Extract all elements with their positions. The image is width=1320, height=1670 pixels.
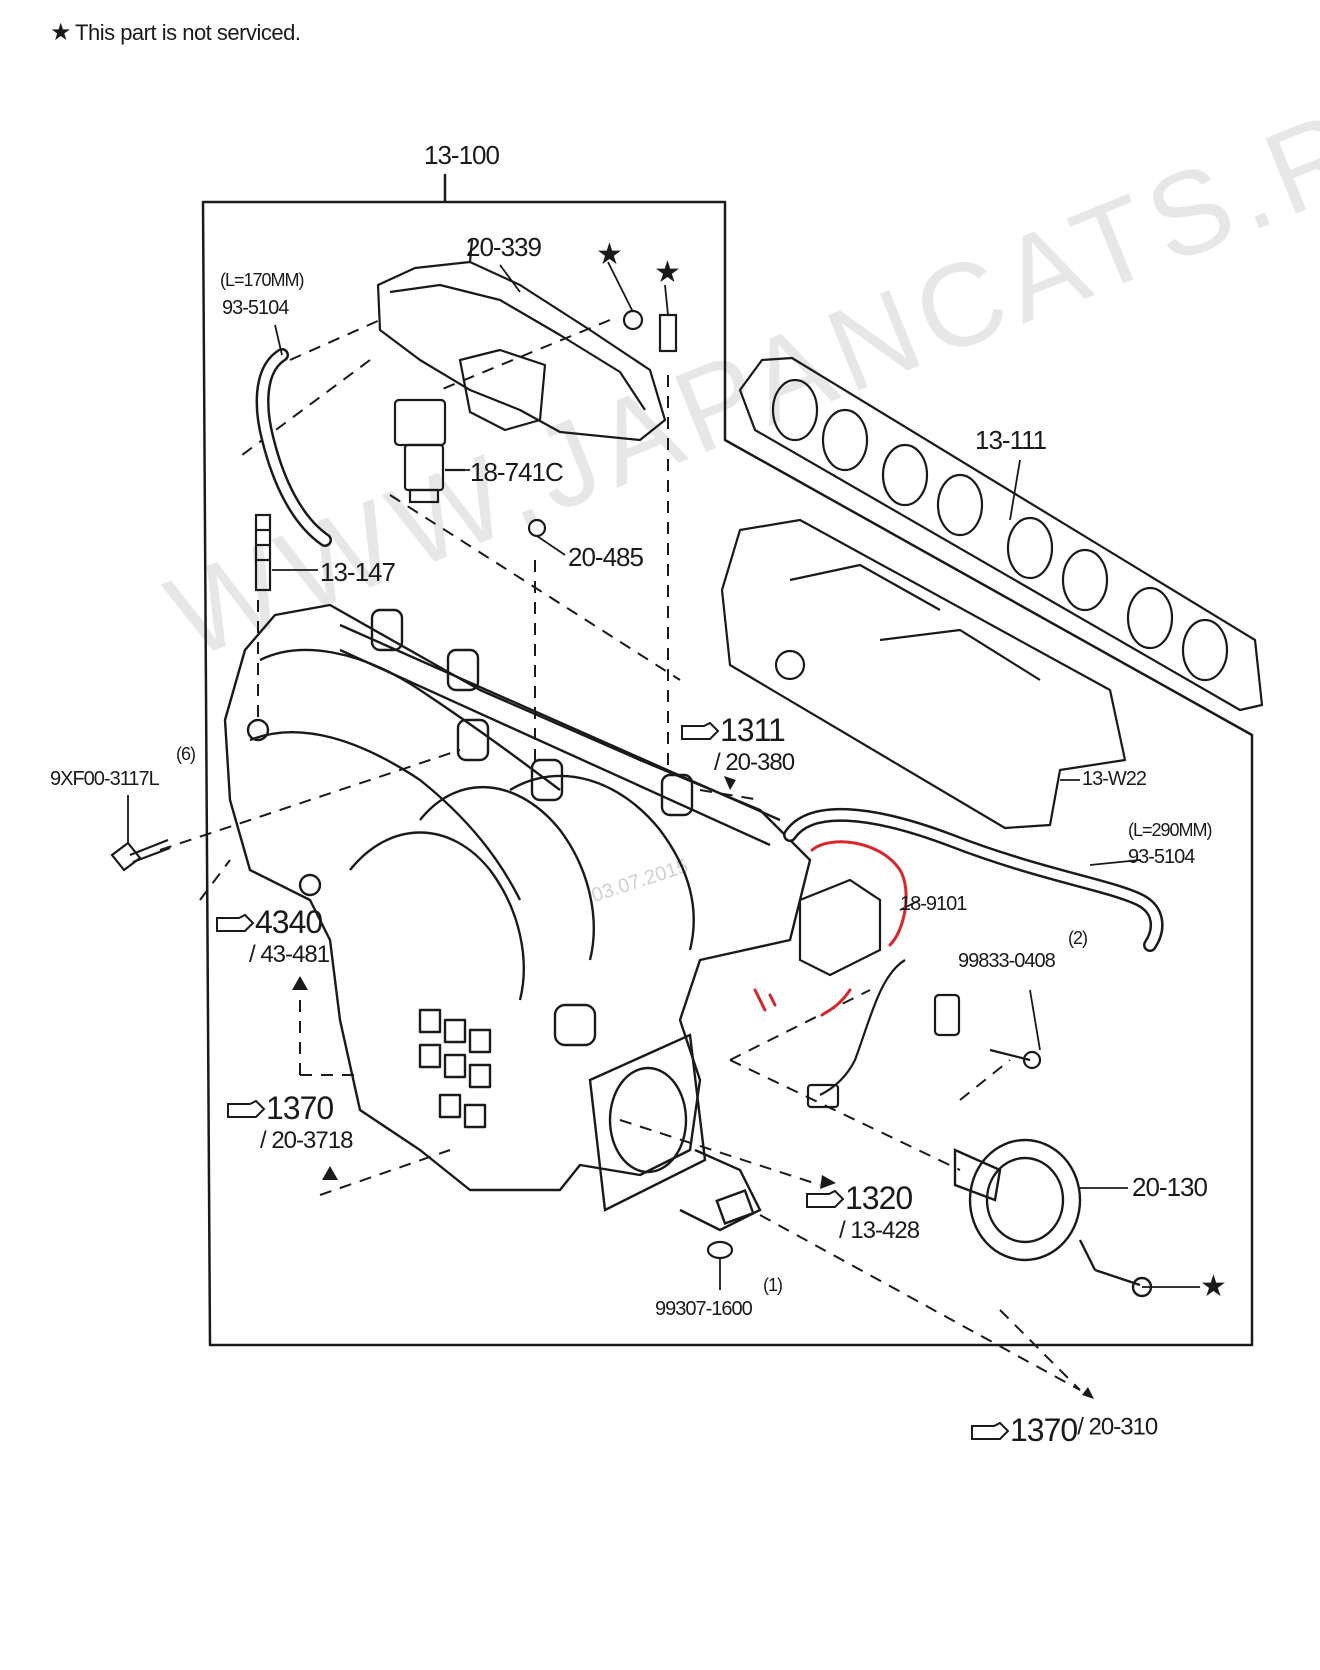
throttle-body <box>553 1003 762 1232</box>
label-9XF00-3117L: 9XF00-3117L <box>50 768 160 790</box>
solenoid-valve <box>393 398 465 504</box>
ref-1311-fig: / 20-380 <box>714 749 795 776</box>
star-icon: ★ <box>50 19 72 46</box>
pointing-hand-icon <box>971 1421 1010 1440</box>
manifold-gasket <box>738 356 1264 712</box>
label-93-5104-right: 93-5104 <box>1128 846 1195 868</box>
ref-1370-b-fig: / 20-310 <box>1077 1413 1158 1441</box>
heat-insulator <box>720 518 1127 830</box>
label-13-W22: 13-W22 <box>1082 768 1147 790</box>
label-bolt-left-qty: (6) <box>176 744 196 764</box>
label-99833-0408: 99833-0408 <box>958 950 1056 972</box>
pointing-hand-icon <box>806 1189 845 1208</box>
ref-1370-a-page: 1370 <box>266 1090 334 1126</box>
label-99307-1600: 99307-1600 <box>655 1298 753 1320</box>
manifold-bolt <box>110 838 171 872</box>
hose-right-inner <box>785 810 1162 950</box>
pointing-hand-icon <box>681 721 720 740</box>
ref-4340[interactable]: 4340 / 43-481 <box>215 904 330 969</box>
ref-1311-page: 1311 <box>720 712 786 748</box>
hose-right-outer <box>783 807 1164 952</box>
not-serviced-star-icon: ★ <box>654 256 681 289</box>
label-13-111: 13-111 <box>975 425 1047 455</box>
pressure-sensor <box>798 878 1042 1109</box>
intake-cover <box>376 239 667 442</box>
note-text: This part is not serviced. <box>75 20 301 45</box>
ref-1370-b-page: 1370 <box>1010 1412 1078 1448</box>
stud <box>254 513 272 592</box>
ref-1311[interactable]: 1311 / 20-380 <box>680 712 795 777</box>
arrowheads <box>292 776 1094 1399</box>
ref-1320-page: 1320 <box>845 1180 913 1216</box>
not-serviced-note: ★This part is not serviced. <box>50 18 301 47</box>
label-20-339: 20-339 <box>466 232 542 262</box>
dashed-leaders <box>159 319 1081 1391</box>
not-serviced-star-icon: ★ <box>596 238 623 271</box>
vacuum-valve <box>953 1138 1153 1298</box>
label-20-485: 20-485 <box>568 542 644 572</box>
ref-1370-b[interactable]: 1370/ 20-310 <box>970 1412 1158 1449</box>
pointing-hand-icon <box>227 1099 266 1118</box>
not-serviced-star-icon: ★ <box>1200 1270 1227 1303</box>
o-ring <box>706 1240 734 1260</box>
label-13-100: 13-100 <box>424 140 500 170</box>
label-hose-top-length: (L=170MM) <box>220 270 305 290</box>
pointing-hand-icon <box>216 913 255 932</box>
label-18-741C: 18-741C <box>470 457 564 487</box>
assembly-frame <box>201 173 1254 1347</box>
ref-1320-fig: / 13-428 <box>839 1217 920 1244</box>
label-bolt-right-qty: (2) <box>1068 928 1088 948</box>
ref-4340-fig: / 43-481 <box>249 941 330 968</box>
label-93-5104-top: 93-5104 <box>222 297 289 319</box>
ref-1370-a[interactable]: 1370 / 20-3718 <box>226 1090 353 1155</box>
intake-manifold <box>223 603 812 1192</box>
ref-1320[interactable]: 1320 / 13-428 <box>805 1180 920 1245</box>
label-20-130: 20-130 <box>1132 1172 1208 1202</box>
label-oring-qty: (1) <box>763 1275 783 1295</box>
red-highlight <box>753 840 908 1017</box>
ref-4340-page: 4340 <box>255 904 323 940</box>
label-hose-right-length: (L=290MM) <box>1128 820 1213 840</box>
label-18-9101: 18-9101 <box>900 893 967 915</box>
hose-top-inner <box>258 350 330 545</box>
leader-lines <box>127 261 1200 1290</box>
ref-1370-a-fig: / 20-3718 <box>260 1127 353 1154</box>
label-13-147: 13-147 <box>320 557 396 587</box>
